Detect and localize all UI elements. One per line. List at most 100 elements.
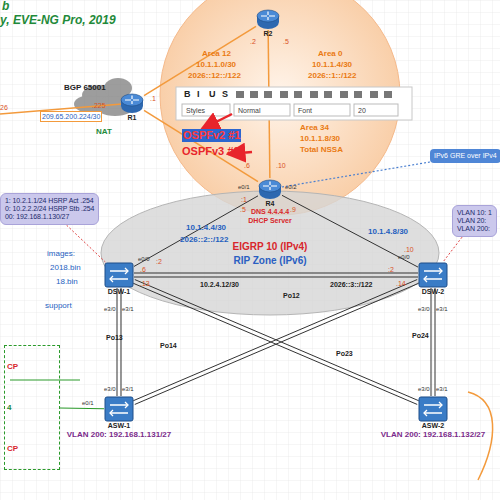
node-text: RIP Zone (IPv6) [100,254,440,268]
text-label: Normal [238,107,261,114]
node-text: ASW-2 [381,422,486,430]
text-label: e0/2 [285,184,297,190]
switch-node: ASW-2VLAN 200: 192.168.1.132/27 [418,396,448,422]
wire [10,380,80,381]
switch-icon [104,262,134,288]
node-text: CP [7,444,59,453]
text-label: e3/1 [436,386,448,392]
link-label: 10.1.4.4/30 [186,224,226,232]
text-label: .5 [240,206,246,213]
node-caption: ASW-2VLAN 200: 192.168.1.132/27 [381,422,486,440]
router-icon [258,178,282,200]
node-caption: ASW-1VLAN 200: 192.168.1.131/27 [67,422,172,440]
text-label: Font [298,107,312,114]
text-label: .6 [140,266,146,273]
text-label: .2 [250,38,256,45]
text-label: 2026::3::/122 [330,281,372,288]
text-label: 2026::12::/122 [188,72,241,80]
text-label: I [197,90,200,99]
text-label: e3/1 [122,306,134,312]
node-text: DSW-2 [422,288,444,296]
link-label: Po12 [283,292,300,299]
node-text: CP [7,362,59,371]
text-label: .6 [244,162,250,169]
node-text: VLAN 200: 192.168.1.131/27 [67,430,172,440]
node-caption: DSW-1 [108,288,130,296]
text-label: support [45,302,72,310]
text-label: y, EVE-NG Pro, 2019 [0,14,116,26]
text-label: 20 [358,107,366,114]
switch-node: ASW-1VLAN 200: 192.168.1.131/27 [104,396,134,422]
link-line [268,30,270,178]
link-label: Po13 [106,334,123,341]
text-label: :2 [388,266,394,273]
node-text: 4 [7,403,59,412]
router-icon [256,8,280,30]
link-line [443,237,462,262]
text-label: .10 [276,162,286,169]
node-text: DSW-1 [108,288,130,296]
text-label: Total NSSA [300,146,343,154]
router-node: R1 [120,92,144,114]
router-node: R2 [256,8,280,30]
text-label: .5 [283,38,289,45]
link-label: 10.1.4.8/30 [368,228,408,236]
text-label: B [184,90,191,99]
node-text: VLAN 200: 192.168.1.132/27 [381,430,486,440]
text-label: OSPFv3 #6 [182,146,239,157]
text-label: 10.1.1.0/30 [196,61,236,69]
text-label: e3/0 [418,386,430,392]
info-box: VLAN 10: 1VLAN 20:VLAN 200: [452,205,497,237]
node-text: 1: 10.2.1.1/24 HSRP Act .254 [5,197,94,205]
text-label: .14 [396,280,406,287]
link-line [144,26,256,95]
host-group: CP4CP [4,345,60,470]
link-line [431,288,435,396]
router-node: R4DNS 4.4.4.4DHCP Server [258,178,282,200]
node-text: VLAN 10: 1 [457,209,492,217]
text-label: e3/1 [436,306,448,312]
node-text: R2 [264,30,273,38]
text-label: :1 [241,196,247,203]
node-text: IPv6 GRE over IPv4 [434,152,497,160]
text-label: images: [47,250,75,258]
text-label: .1 [150,95,156,102]
text-label: Styles [186,107,205,114]
node-text: VLAN 20: [457,217,492,225]
node-text: ASW-1 [67,422,172,430]
text-label: OSPFv2 #1 [182,129,241,142]
text-label: Area 0 [318,50,342,58]
toolbar-dropdowns [182,104,398,116]
text-label: e3/0 [104,386,116,392]
node-text: DHCP Server [248,217,291,225]
node-caption: R4DNS 4.4.4.4DHCP Server [248,200,291,225]
text-label: e0/0 [398,254,410,260]
text-label: .225 [92,102,106,109]
node-caption: DSW-2 [422,288,444,296]
link-line [60,407,104,409]
info-box: 1: 10.2.1.1/24 HSRP Act .2540: 10.2.2.2/… [0,193,99,225]
text-label: 18.bin [56,278,78,286]
text-label: e3/0 [104,306,116,312]
note-box: IPv6 GRE over IPv4 [430,149,500,163]
text-label: U [209,90,216,99]
node-text: R4 [248,200,291,208]
node-text: 0: 10.2.2.2/24 HSRP Stb .254 [5,205,94,213]
text-label: 2026::2::/122 [180,236,228,244]
text-label: Area 34 [300,124,329,132]
text-label: b [2,0,9,12]
link-line [117,288,121,396]
text-label: .13 [140,280,150,287]
text-label: e0/1 [238,184,250,190]
text-label: 2018.bin [50,264,81,272]
text-label: e3/0 [418,306,430,312]
text-label: 2026::1::/122 [308,72,356,80]
toolbar-box [176,87,412,120]
switch-icon [418,262,448,288]
text-label: 10.2.4.12/30 [200,281,239,288]
switch-icon [104,396,134,422]
switch-node: DSW-1 [104,262,134,288]
text-label: 10.1.1.4/30 [312,61,352,69]
node-text: 00: 192.168.1.130/27 [5,213,94,221]
node-text: VLAN 200: [457,225,492,233]
